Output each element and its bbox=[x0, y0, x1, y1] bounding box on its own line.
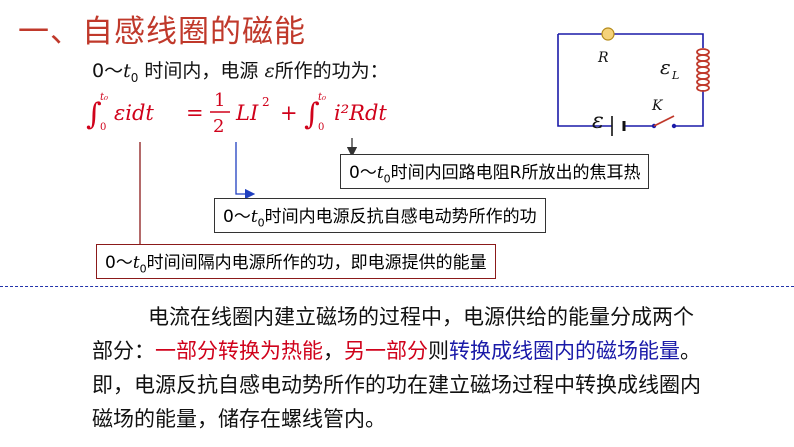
section-divider bbox=[0, 286, 794, 287]
integral-sign-1: ∫ bbox=[86, 97, 102, 132]
plus-sign: + bbox=[280, 101, 298, 125]
inductor-coil-icon bbox=[696, 48, 710, 92]
box-text: 时间内电源反抗自感电动势所作的功 bbox=[264, 207, 537, 227]
box-time-sub: 0 bbox=[383, 172, 391, 186]
box-text: 时间间隔内电源所作的功，即电源提供的能量 bbox=[146, 253, 487, 273]
intro-line: 0～t0 时间内，电源 ε所作的功为： bbox=[92, 56, 389, 85]
time-variable: t bbox=[123, 60, 131, 82]
fraction-numerator: 1 bbox=[214, 90, 225, 111]
para-other-part: 另一部分 bbox=[344, 339, 428, 363]
box-time-sub: 0 bbox=[139, 262, 147, 276]
time-subscript: 0 bbox=[130, 70, 139, 85]
integral-sign-2: ∫ bbox=[304, 97, 320, 132]
source-emf-label: ε bbox=[592, 109, 604, 134]
energy-formula: ∫ t₀ 0 εidt = 1 2 LI 2 + ∫ t₀ 0 i²Rdt bbox=[86, 90, 387, 136]
circuit-diagram: R ε L K ε bbox=[557, 27, 710, 136]
intro-mid: 时间内，电源 bbox=[138, 60, 265, 82]
exponent: 2 bbox=[262, 95, 270, 109]
box-prefix: 0～ bbox=[223, 207, 251, 227]
lhs-integrand: εidt bbox=[114, 101, 154, 125]
resistor-label: R bbox=[597, 50, 609, 66]
switch-label: K bbox=[651, 98, 664, 114]
box-prefix: 0～ bbox=[349, 163, 377, 183]
rhs-integrand: i²Rdt bbox=[334, 101, 387, 125]
box-time-var: t bbox=[376, 163, 384, 183]
explanation-paragraph: 电流在线圈内建立磁场的过程中，电源供给的能量分成两个部分：一部分转换为热能，另一… bbox=[92, 300, 712, 436]
integral-upper-1: t₀ bbox=[100, 92, 108, 103]
emf-symbol: ε bbox=[264, 60, 275, 82]
joule-heat-box: 0～t0时间内回路电阻R所放出的焦耳热 bbox=[340, 154, 650, 190]
integral-lower-2: 0 bbox=[318, 122, 324, 133]
battery-icon bbox=[611, 116, 626, 136]
intro-suffix: 所作的功为： bbox=[274, 60, 389, 82]
box-time-var: t bbox=[250, 207, 258, 227]
arrow-to-source-box bbox=[139, 142, 164, 264]
box-prefix: 0～ bbox=[105, 253, 133, 273]
box-time-var: t bbox=[132, 253, 140, 273]
para-s1: 电流在线圈内建立磁场的过程中，电源供给的能量分成两个部分： bbox=[92, 305, 694, 363]
integral-lower-1: 0 bbox=[100, 122, 106, 133]
energy-term: LI bbox=[235, 101, 259, 125]
page-title: 一、自感线圈的磁能 bbox=[18, 14, 306, 50]
integral-upper-2: t₀ bbox=[318, 92, 326, 103]
intro-prefix: 0～ bbox=[92, 60, 124, 82]
para-heat-part: 一部分转换为热能 bbox=[155, 339, 323, 363]
switch-icon bbox=[651, 115, 677, 129]
para-s7: 。即，电源反抗自感电动势所作的功在建立磁场过程中转换成线圈内磁场的能量，储存在螺… bbox=[92, 339, 701, 431]
coil-emf-label: ε bbox=[660, 55, 671, 79]
self-emf-work-box: 0～t0时间内电源反抗自感电动势所作的功 bbox=[214, 198, 546, 234]
para-magnetic-part: 转换成线圈内的磁场能量 bbox=[449, 339, 680, 363]
box-text: 时间内回路电阻R所放出的焦耳热 bbox=[390, 163, 641, 183]
resistor-icon bbox=[601, 27, 615, 41]
arrow-to-self-emf-box bbox=[235, 142, 256, 200]
source-energy-box: 0～t0时间间隔内电源所作的功，即电源提供的能量 bbox=[96, 244, 496, 280]
para-s3: ， bbox=[323, 339, 344, 363]
box-time-sub: 0 bbox=[257, 216, 265, 230]
fraction-denominator: 2 bbox=[213, 116, 224, 136]
coil-emf-sub: L bbox=[671, 69, 679, 82]
equals-sign: = bbox=[186, 101, 204, 125]
para-s5: 则 bbox=[428, 339, 449, 363]
